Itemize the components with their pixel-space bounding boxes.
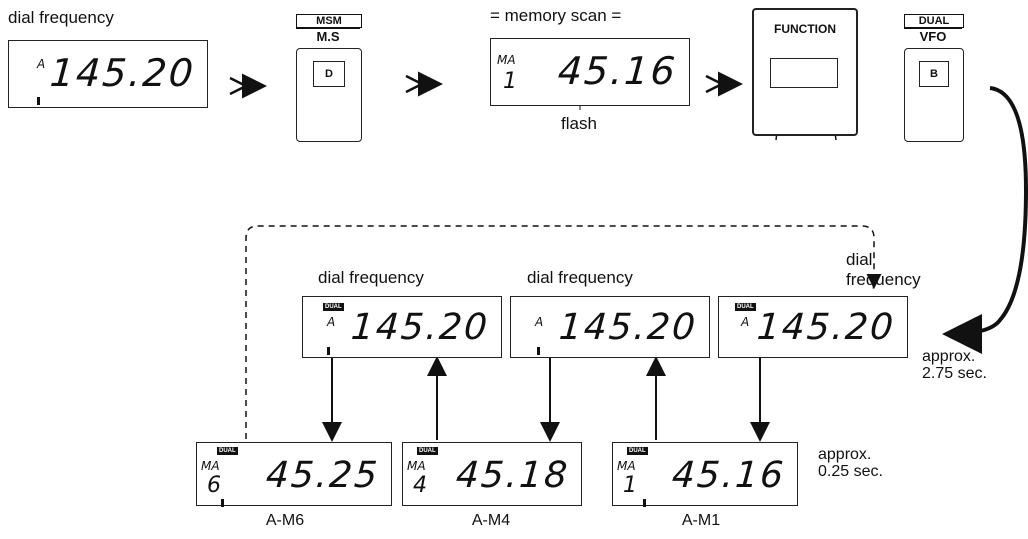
lcd-memory-m4: DUAL MA 4 45.18 [402, 442, 582, 506]
vfo-key[interactable]: B [904, 48, 964, 142]
frequency-readout: 145.20 [48, 51, 197, 95]
lcd-display-scan: MA 1 45.16 [490, 38, 690, 106]
frequency-readout: 45.16 [670, 455, 787, 496]
key-face-d: D [313, 61, 345, 87]
return-curve [942, 86, 1028, 354]
vfo-key-label: VFO [904, 28, 962, 45]
lcd-dual-c: DUAL A 145.20 [718, 296, 908, 358]
key-face-b: B [919, 61, 949, 87]
frequency-readout: 145.20 [349, 307, 491, 348]
flow-arrow-1 [229, 73, 267, 99]
frequency-readout: 45.16 [556, 49, 679, 93]
function-key[interactable]: FUNCTION [752, 8, 858, 136]
lcd-memory-m6: DUAL MA 6 45.25 [196, 442, 392, 507]
flow-arrow-2 [405, 71, 443, 97]
time-long-label: approx. 2.75 sec. [922, 348, 987, 382]
dial-frequency-label: dial frequency [8, 8, 114, 27]
lcd-memory-m1: DUAL MA 1 45.16 [612, 442, 798, 507]
frequency-readout: 145.20 [755, 307, 897, 348]
dial-label: dial [846, 250, 873, 269]
lcd-display-start: A 145.20 [8, 40, 208, 108]
caption-m4: A-M4 [471, 512, 511, 529]
dial-frequency-label: dial frequency [318, 268, 424, 287]
dual-key-label: DUAL [904, 14, 964, 28]
function-key-label: FUNCTION [774, 22, 836, 36]
flow-arrow-3 [705, 71, 743, 97]
frequency-readout: 45.25 [264, 455, 381, 496]
dashed-loop [245, 225, 882, 450]
ms-key-label: M.S [296, 28, 360, 45]
caption-m6: A-M6 [265, 512, 305, 529]
time-short-label: approx. 0.25 sec. [818, 446, 883, 480]
lcd-dual-b: A 145.20 [510, 296, 710, 358]
frequency-readout: 145.20 [557, 307, 699, 348]
msm-key-label: MSM [296, 14, 362, 28]
frequency-readout: 45.18 [454, 455, 571, 496]
ms-key[interactable]: D [296, 48, 362, 142]
lcd-dual-a: DUAL A 145.20 [302, 296, 502, 358]
frequency-label: frequency [846, 270, 921, 289]
flash-label: flash [561, 114, 597, 133]
caption-m1: A-M1 [681, 512, 721, 529]
dial-frequency-label: dial frequency [527, 268, 633, 287]
memory-scan-label: = memory scan = [490, 6, 622, 25]
